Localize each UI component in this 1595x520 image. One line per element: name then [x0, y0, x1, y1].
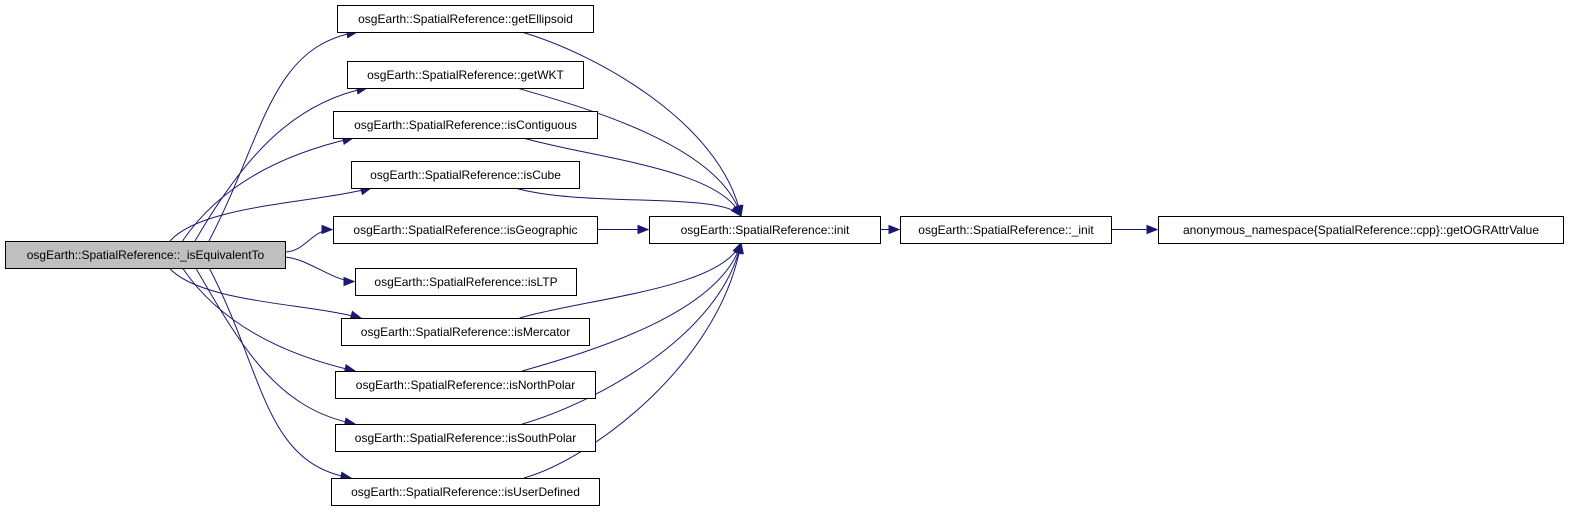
- node-box: [331, 478, 600, 506]
- edge-root-to-get-wkt: [194, 87, 368, 242]
- node-label: anonymous_namespace{SpatialReference::cp…: [1183, 223, 1539, 237]
- node-box: [900, 216, 1112, 244]
- edge-root-to-get-ellipsoid: [208, 31, 358, 242]
- edge-get-wkt-to-init: [516, 87, 742, 217]
- edge-is-contiguous-to-init: [522, 137, 742, 217]
- node-is-user-defined[interactable]: osgEarth::SpatialReference::isUserDefine…: [331, 478, 600, 506]
- edge-is-user-defined-to-init: [523, 242, 742, 479]
- node-box: [347, 61, 584, 89]
- node-get-ograttr-value[interactable]: anonymous_namespace{SpatialReference::cp…: [1158, 216, 1564, 244]
- node-is-south-polar[interactable]: osgEarth::SpatialReference::isSouthPolar: [335, 424, 596, 452]
- edge-is-cube-to-init-arrowhead: [730, 204, 742, 218]
- call-graph-nodes: osgEarth::SpatialReference::_isEquivalen…: [5, 5, 1564, 506]
- edge-root-to-is-geographic: [284, 229, 333, 253]
- call-graph-edges: [168, 29, 1159, 481]
- node-label: osgEarth::SpatialReference::getEllipsoid: [358, 12, 573, 26]
- node-box: [333, 111, 598, 139]
- node-box: [335, 424, 596, 452]
- edge-root-to-is-contiguous: [182, 137, 354, 242]
- node-label: osgEarth::SpatialReference::isGeographic: [353, 223, 577, 237]
- node-label: osgEarth::SpatialReference::isCube: [370, 168, 561, 182]
- edge-is-south-polar-to-init: [522, 242, 742, 425]
- node-label: osgEarth::SpatialReference::isMercator: [361, 325, 570, 339]
- edge-root-to-is-cube: [169, 187, 372, 242]
- edge-is-mercator-to-init: [519, 242, 742, 319]
- node-box: [649, 216, 881, 244]
- node-init[interactable]: osgEarth::SpatialReference::init: [649, 216, 881, 244]
- edge-root-to-is-mercator: [168, 267, 362, 319]
- edge-root-to-is-geographic-arrowhead: [321, 224, 334, 235]
- node-label: osgEarth::SpatialReference::_init: [918, 223, 1094, 237]
- node-is-ltp[interactable]: osgEarth::SpatialReference::isLTP: [355, 268, 577, 296]
- node-is-mercator[interactable]: osgEarth::SpatialReference::isMercator: [341, 318, 590, 346]
- node-underscore-init[interactable]: osgEarth::SpatialReference::_init: [900, 216, 1112, 244]
- node-label: osgEarth::SpatialReference::init: [681, 223, 850, 237]
- edge-root-to-is-north-polar: [182, 267, 356, 372]
- edge-underscore-init-to-get-ograttr-value-arrowhead: [1146, 224, 1159, 235]
- node-root[interactable]: osgEarth::SpatialReference::_isEquivalen…: [5, 241, 286, 269]
- node-box: [333, 216, 598, 244]
- node-label: osgEarth::SpatialReference::_isEquivalen…: [27, 248, 265, 262]
- node-box: [341, 318, 590, 346]
- node-label: osgEarth::SpatialReference::isContiguous: [354, 118, 577, 132]
- edge-root-to-is-ltp-arrowhead: [343, 276, 356, 287]
- node-is-contiguous[interactable]: osgEarth::SpatialReference::isContiguous: [333, 111, 598, 139]
- node-box: [351, 161, 580, 189]
- node-label: osgEarth::SpatialReference::isNorthPolar: [356, 378, 575, 392]
- node-label: osgEarth::SpatialReference::isLTP: [374, 275, 557, 289]
- node-box: [335, 371, 596, 399]
- edge-init-to-underscore-init-arrowhead: [888, 224, 901, 235]
- node-box: [355, 268, 577, 296]
- edge-is-north-polar-to-init: [522, 242, 742, 372]
- node-is-north-polar[interactable]: osgEarth::SpatialReference::isNorthPolar: [335, 371, 596, 399]
- node-get-ellipsoid[interactable]: osgEarth::SpatialReference::getEllipsoid: [337, 5, 594, 33]
- edge-is-cube-to-init: [515, 187, 742, 217]
- edge-is-geographic-to-init-arrowhead: [637, 224, 650, 235]
- node-label: osgEarth::SpatialReference::isUserDefine…: [351, 485, 580, 499]
- node-label: osgEarth::SpatialReference::isSouthPolar: [355, 431, 576, 445]
- node-is-geographic[interactable]: osgEarth::SpatialReference::isGeographic: [333, 216, 598, 244]
- node-get-wkt[interactable]: osgEarth::SpatialReference::getWKT: [347, 61, 584, 89]
- edge-root-to-is-south-polar: [195, 267, 356, 425]
- edge-root-to-is-user-defined: [208, 267, 352, 479]
- node-is-cube[interactable]: osgEarth::SpatialReference::isCube: [351, 161, 580, 189]
- edge-get-ellipsoid-to-init: [521, 31, 742, 217]
- node-box: [337, 5, 594, 33]
- node-box: [5, 241, 286, 269]
- node-label: osgEarth::SpatialReference::getWKT: [367, 68, 564, 82]
- node-box: [1158, 216, 1564, 244]
- edge-is-user-defined-to-init-arrowhead: [734, 241, 744, 255]
